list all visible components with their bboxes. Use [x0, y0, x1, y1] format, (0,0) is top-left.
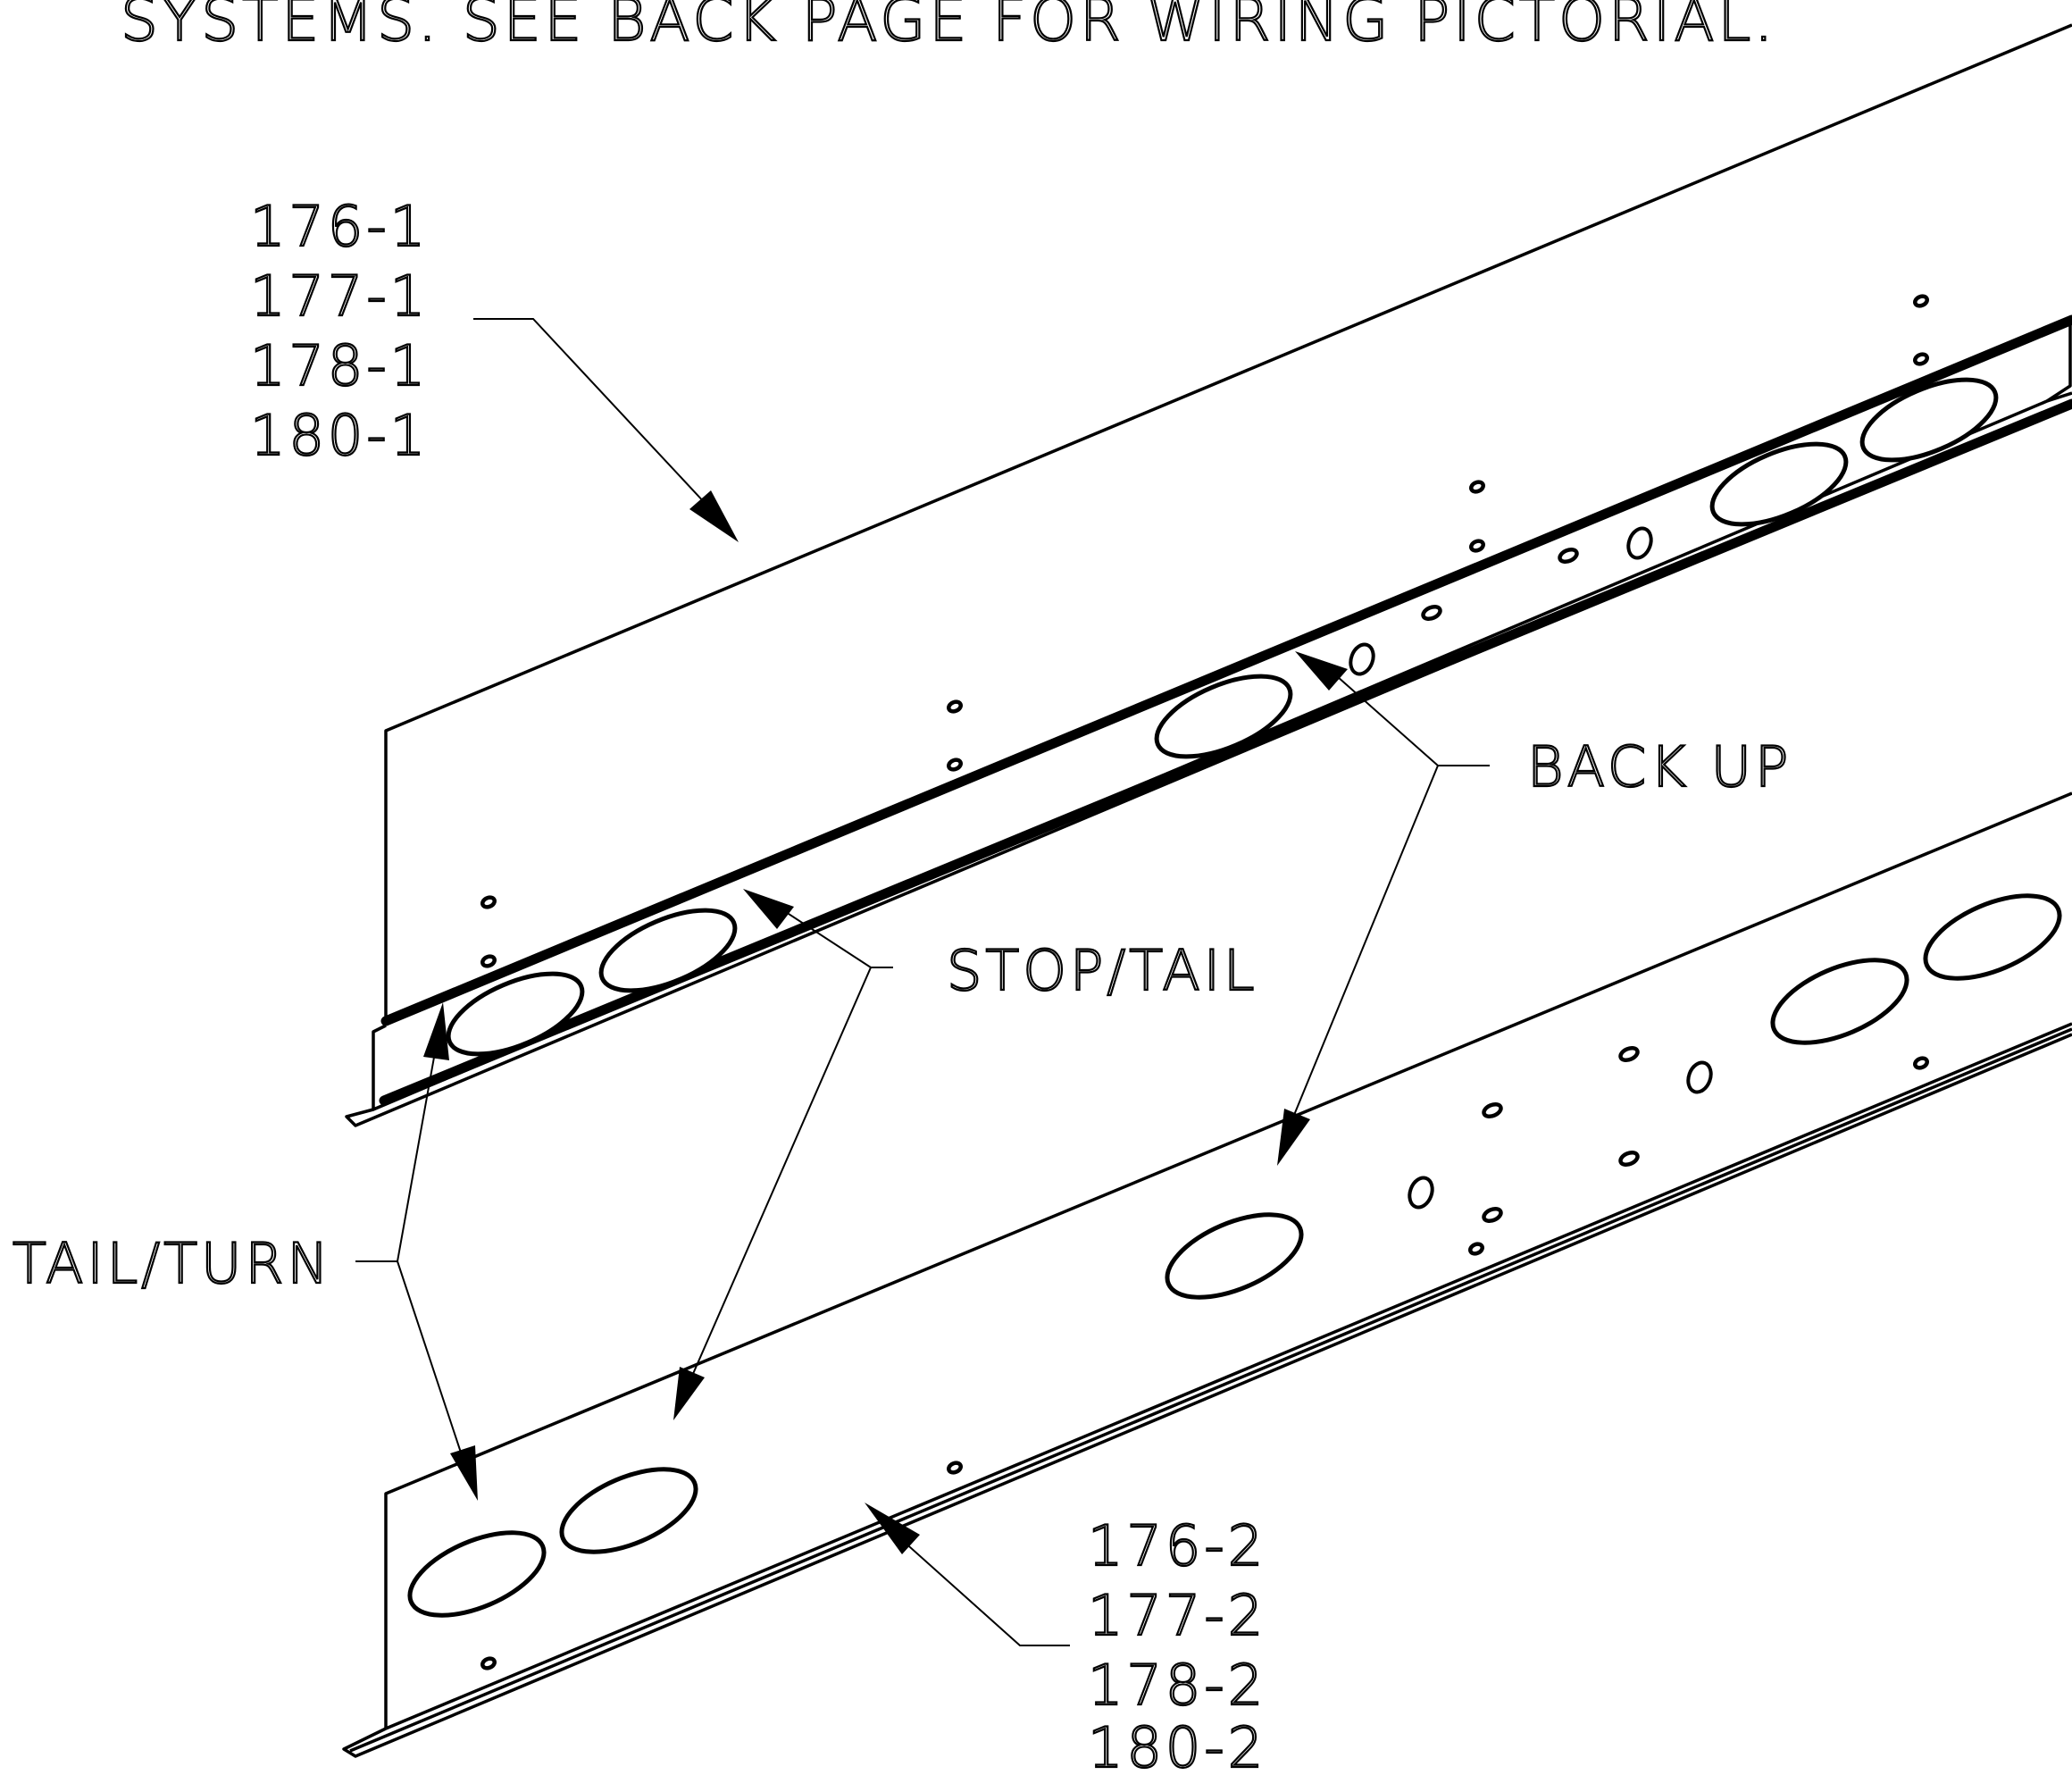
lower-mounting-holes — [480, 1045, 1929, 1670]
upper-part-numbers: 176-1 177-1 178-1 180-1 — [249, 193, 429, 469]
lower-end-slot-1 — [1770, 958, 1909, 1045]
upper-part-number: 177-1 — [250, 264, 429, 329]
upper-end-slot-2 — [1859, 377, 1999, 463]
lower-stop-tail-slot — [559, 1467, 698, 1554]
lower-panel-lip-inner — [349, 1027, 2072, 1753]
stop-tail-leader-bottom — [689, 967, 872, 1383]
tail-turn-arrow-bottom — [450, 1445, 478, 1501]
back-up-arrow-top — [1295, 651, 1348, 691]
lower-part-number: 180-2 — [1088, 1715, 1266, 1775]
lower-panel — [342, 791, 2072, 1758]
tail-turn-leader-bottom — [397, 1260, 464, 1459]
tail-turn-label: TAIL/TURN — [13, 1231, 332, 1296]
lower-part-number: 178-2 — [1088, 1653, 1266, 1718]
upper-round-hole — [1349, 642, 1375, 676]
upper-parts-leader — [473, 318, 720, 519]
upper-part-number: 176-1 — [250, 194, 429, 259]
lower-part-number: 176-2 — [1088, 1513, 1266, 1578]
upper-round-hole — [1626, 526, 1653, 560]
upper-channel-top — [380, 314, 2072, 1026]
lower-parts-leader — [892, 1531, 1070, 1646]
upper-panel-face — [384, 23, 2072, 1026]
upper-parts-arrow — [689, 490, 739, 542]
upper-panel-end — [2046, 322, 2072, 403]
lower-round-hole — [1686, 1060, 1713, 1094]
lower-panel-bottom — [385, 1022, 2072, 1730]
lower-back-up-slot — [1165, 1212, 1304, 1300]
upper-part-number: 180-1 — [250, 403, 429, 468]
back-up-leader-bottom — [1291, 765, 1439, 1120]
back-up-label: BACK UP — [1527, 734, 1792, 800]
stop-tail-arrow-bottom — [673, 1367, 705, 1420]
tail-turn-arrow-top — [423, 1002, 449, 1060]
lower-panel-lip — [342, 1033, 2072, 1758]
lower-panel-face — [384, 791, 2072, 1729]
upper-end-slot-1 — [1709, 441, 1849, 527]
upper-back-up-slot — [1154, 674, 1293, 759]
lower-tail-turn-slot — [407, 1530, 547, 1618]
back-up-arrow-bottom — [1277, 1109, 1310, 1166]
lower-part-number: 177-2 — [1088, 1583, 1266, 1648]
upper-panel-lip — [345, 400, 2072, 1127]
upper-mounting-holes — [480, 294, 1929, 968]
lower-parts-arrow — [865, 1503, 920, 1554]
lower-part-numbers: 176-2 177-2 178-2 180-2 — [1087, 1512, 1266, 1775]
stop-tail-label: STOP/TAIL — [947, 938, 1258, 1003]
upper-panel — [345, 23, 2072, 1127]
header-note: SYSTEMS. SEE BACK PAGE FOR WIRING PICTOR… — [121, 0, 1776, 54]
lower-round-hole — [1408, 1176, 1434, 1210]
upper-tail-turn-slot — [446, 971, 585, 1057]
upper-stop-tail-slot — [598, 908, 738, 993]
upper-part-number: 178-1 — [250, 333, 429, 398]
stop-tail-arrow-top — [743, 889, 794, 929]
leader-lines — [355, 318, 1490, 1646]
lower-end-slot-2 — [1923, 893, 2062, 981]
